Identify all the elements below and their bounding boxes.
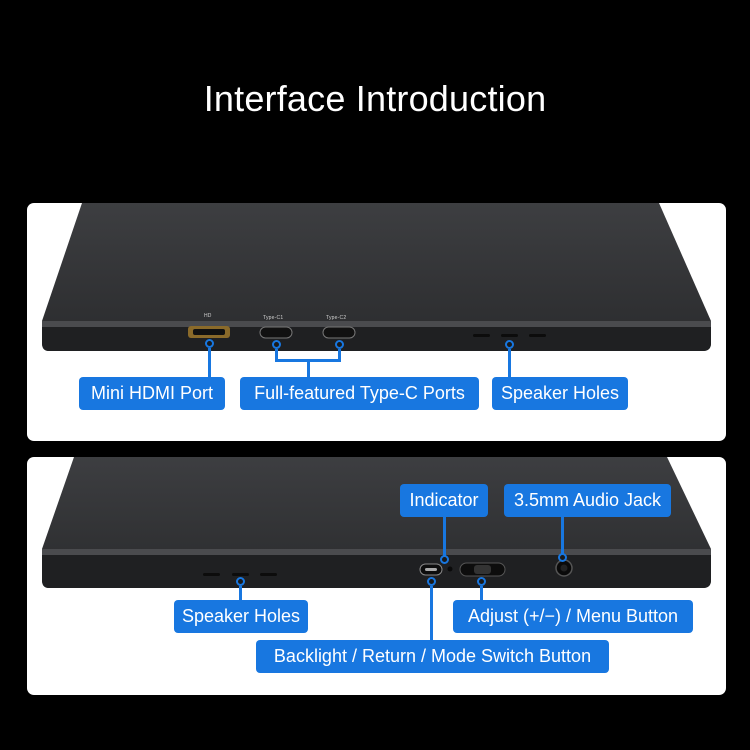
type-c-ports-callout: Full-featured Type-C Ports bbox=[240, 377, 479, 410]
audio-jack-callout: 3.5mm Audio Jack bbox=[504, 484, 671, 517]
type-c1-leader-line bbox=[275, 349, 278, 361]
backlight-marker-dot bbox=[427, 577, 436, 586]
type-c2-port-label: Type-C2 bbox=[326, 315, 347, 321]
bottom-interface-panel: Indicator 3.5mm Audio Jack Speaker Holes… bbox=[27, 457, 726, 695]
indicator-callout: Indicator bbox=[400, 484, 488, 517]
type-c2-marker-dot bbox=[335, 340, 344, 349]
speaker-leader-line bbox=[508, 349, 511, 377]
type-c2-leader-line bbox=[338, 349, 341, 361]
indicator-marker-dot bbox=[440, 555, 449, 564]
type-c1-marker-dot bbox=[272, 340, 281, 349]
type-c-bracket-line bbox=[275, 359, 341, 362]
audio-jack-leader-line bbox=[561, 517, 564, 555]
hdmi-port-callout: Mini HDMI Port bbox=[79, 377, 225, 410]
adjust-leader-line bbox=[480, 586, 483, 600]
adjust-marker-dot bbox=[477, 577, 486, 586]
audio-jack-marker-dot bbox=[558, 553, 567, 562]
page-title: Interface Introduction bbox=[203, 78, 547, 119]
backlight-mode-button-callout: Backlight / Return / Mode Switch Button bbox=[256, 640, 609, 673]
hdmi-leader-line bbox=[208, 348, 211, 377]
speaker-holes-bottom-callout: Speaker Holes bbox=[174, 600, 308, 633]
type-c-leader-line bbox=[307, 361, 310, 377]
indicator-leader-line bbox=[443, 517, 446, 560]
speaker-marker-dot bbox=[505, 340, 514, 349]
speaker-bottom-leader-line bbox=[239, 586, 242, 601]
speaker-holes-callout: Speaker Holes bbox=[492, 377, 628, 410]
speaker-bottom-marker-dot bbox=[236, 577, 245, 586]
backlight-leader-line bbox=[430, 586, 433, 640]
hdmi-marker-dot bbox=[205, 339, 214, 348]
type-c1-port-label: Type-C1 bbox=[263, 315, 284, 321]
hd-port-label: HD bbox=[204, 313, 212, 319]
top-interface-panel: HD Type-C1 Type-C2 Mini HDMI Port Full-f… bbox=[27, 203, 726, 441]
adjust-menu-button-callout: Adjust (+/−) / Menu Button bbox=[453, 600, 693, 633]
